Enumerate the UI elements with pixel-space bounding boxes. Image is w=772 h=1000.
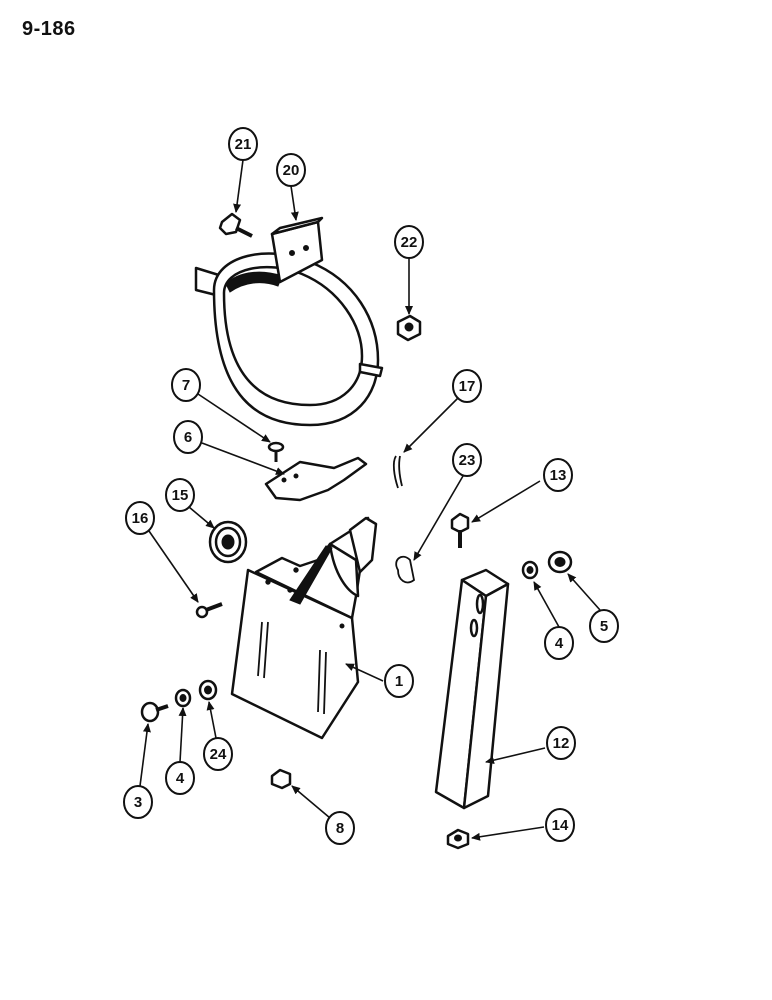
- leader-lines: [139, 159, 601, 841]
- callout-8: 8: [325, 811, 355, 845]
- clip-part-23: [395, 555, 415, 584]
- callout-label-22: 22: [401, 234, 418, 251]
- callout-14: 14: [545, 808, 575, 842]
- support-strap-part-12: [434, 568, 510, 810]
- callout-3: 3: [123, 785, 153, 819]
- callout-20: 20: [276, 153, 306, 187]
- callout-label-1: 1: [395, 673, 403, 690]
- callout-label-4-right: 4: [555, 635, 564, 652]
- callout-label-23: 23: [459, 452, 476, 469]
- callout-15: 15: [165, 478, 195, 512]
- nut-part-5: [547, 550, 573, 574]
- callout-label-14: 14: [552, 817, 569, 834]
- callout-label-13: 13: [550, 467, 567, 484]
- callout-24: 24: [203, 737, 233, 771]
- nut-part-22: [396, 314, 422, 342]
- bolt-part-16: [195, 602, 223, 619]
- bolt-part-3: [140, 701, 169, 723]
- screw-part-7: [267, 441, 285, 462]
- callout-label-21: 21: [235, 136, 252, 153]
- band-clamp-part-20: [194, 216, 384, 427]
- nut-part-8: [270, 768, 292, 790]
- callout-label-15: 15: [172, 487, 189, 504]
- callout-7: 7: [171, 368, 201, 402]
- washer-part-24: [198, 679, 218, 701]
- washer-part-4-right: [521, 560, 539, 580]
- bolt-part-13: [450, 512, 470, 548]
- callout-label-4-left: 4: [176, 770, 185, 787]
- callout-6: 6: [173, 420, 203, 454]
- callout-5: 5: [589, 609, 619, 643]
- callout-23: 23: [452, 443, 482, 477]
- callout-label-24: 24: [210, 746, 227, 763]
- callout-4-left: 4: [165, 761, 195, 795]
- callout-label-17: 17: [459, 378, 476, 395]
- callout-17: 17: [452, 369, 482, 403]
- page-number: 9-186: [22, 18, 76, 40]
- bracket-plate-part-6: [264, 456, 368, 502]
- callout-label-6: 6: [184, 429, 192, 446]
- callout-21: 21: [228, 127, 258, 161]
- callout-label-5: 5: [600, 618, 608, 635]
- callout-22: 22: [394, 225, 424, 259]
- callout-label-20: 20: [283, 162, 300, 179]
- washer-part-4-left: [174, 688, 192, 708]
- callout-16: 16: [125, 501, 155, 535]
- bolt-part-21: [218, 212, 253, 238]
- callout-12: 12: [546, 726, 576, 760]
- cotter-pin-part-17: [392, 455, 403, 489]
- callout-1: 1: [384, 664, 414, 698]
- callout-label-16: 16: [132, 510, 149, 527]
- callout-label-8: 8: [336, 820, 344, 837]
- mounting-bracket-part-1: [230, 516, 378, 740]
- callout-13: 13: [543, 458, 573, 492]
- bearing-part-15: [208, 520, 248, 564]
- callout-label-7: 7: [182, 377, 190, 394]
- callout-label-12: 12: [553, 735, 570, 752]
- nut-part-14: [446, 828, 470, 850]
- callout-4-right: 4: [544, 626, 574, 660]
- callout-label-3: 3: [134, 794, 142, 811]
